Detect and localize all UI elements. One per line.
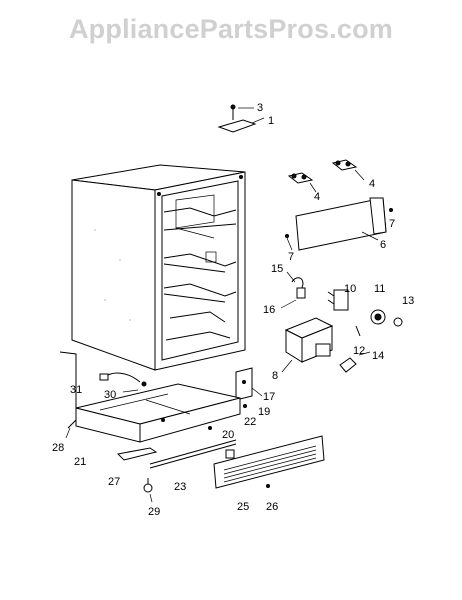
callout-1: 1	[268, 115, 274, 127]
callout-30: 30	[104, 389, 116, 401]
thermostat-part	[280, 271, 306, 309]
control-box-part	[281, 317, 334, 373]
hinge-parts	[287, 159, 365, 193]
callout-17: 17	[263, 391, 275, 403]
callout-23: 23	[174, 481, 186, 493]
callout-19: 19	[258, 406, 270, 418]
rail-parts	[116, 439, 237, 469]
base-assembly	[59, 351, 241, 443]
callout-26: 26	[266, 501, 278, 513]
callout-11: 11	[374, 283, 385, 295]
callout-12: 12	[353, 345, 365, 357]
callout-25: 25	[237, 501, 249, 513]
callout-labels: 1 3 4 4 7 7 6 15 16 10 11 13 12 8 14 17 …	[52, 102, 414, 518]
site-watermark: AppliancePartsPros.com	[68, 14, 393, 44]
top-bracket-part	[217, 104, 265, 133]
callout-7-right: 7	[389, 218, 395, 230]
callout-15: 15	[271, 263, 283, 275]
bracket-part	[235, 367, 263, 408]
callout-7-left: 7	[288, 251, 294, 263]
callout-22: 22	[244, 416, 256, 428]
callout-27: 27	[108, 476, 120, 488]
door-panel-part	[285, 197, 393, 251]
grille-part	[213, 435, 325, 489]
callout-3: 3	[257, 102, 263, 114]
cord-part	[99, 372, 147, 393]
leveling-foot-part	[143, 478, 153, 503]
callout-14: 14	[372, 350, 384, 362]
callout-31: 31	[70, 384, 82, 396]
cabinet	[71, 164, 246, 371]
callout-21: 21	[74, 456, 86, 468]
callout-28: 28	[52, 442, 64, 454]
callout-8: 8	[272, 370, 278, 382]
callout-4-right: 4	[369, 178, 375, 190]
callout-13: 13	[402, 295, 414, 307]
callout-20: 20	[222, 429, 234, 441]
callout-10: 10	[344, 283, 356, 295]
callout-16: 16	[263, 304, 275, 316]
electrical-parts	[327, 289, 403, 373]
callout-4-left: 4	[314, 191, 320, 203]
callout-6: 6	[380, 239, 386, 251]
callout-29: 29	[148, 506, 160, 518]
